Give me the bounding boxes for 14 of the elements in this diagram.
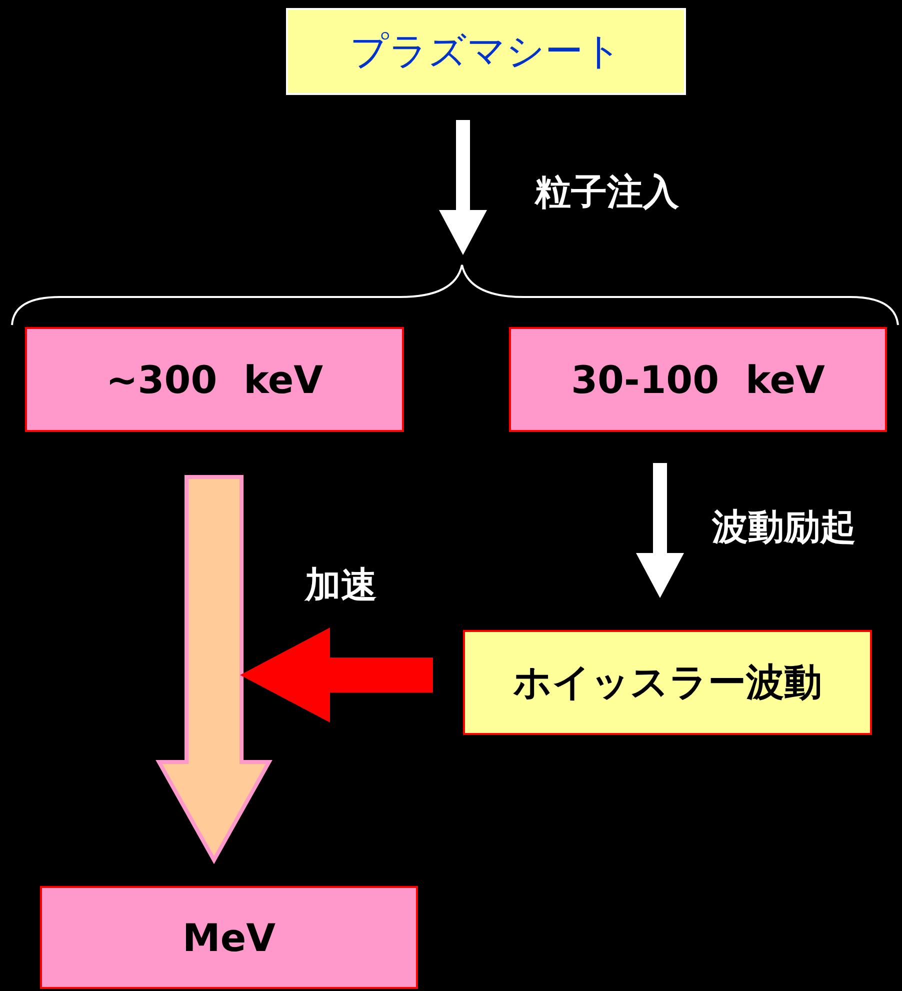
arrow: [636, 463, 684, 598]
arrow: [439, 120, 487, 255]
box-label: ホイッスラー波動: [513, 659, 822, 706]
box-label: MeV: [182, 916, 276, 960]
label-box: [463, 630, 872, 735]
label-box: [40, 886, 418, 989]
box-label: プラズマシート: [350, 28, 622, 75]
label-box: [25, 327, 404, 432]
box-label: 30-100 keV: [571, 358, 825, 402]
label-box: [286, 8, 686, 95]
box-label: ~300 keV: [106, 358, 324, 402]
label-box: [509, 327, 887, 432]
arrow: [156, 475, 272, 864]
arrow: [240, 628, 433, 722]
